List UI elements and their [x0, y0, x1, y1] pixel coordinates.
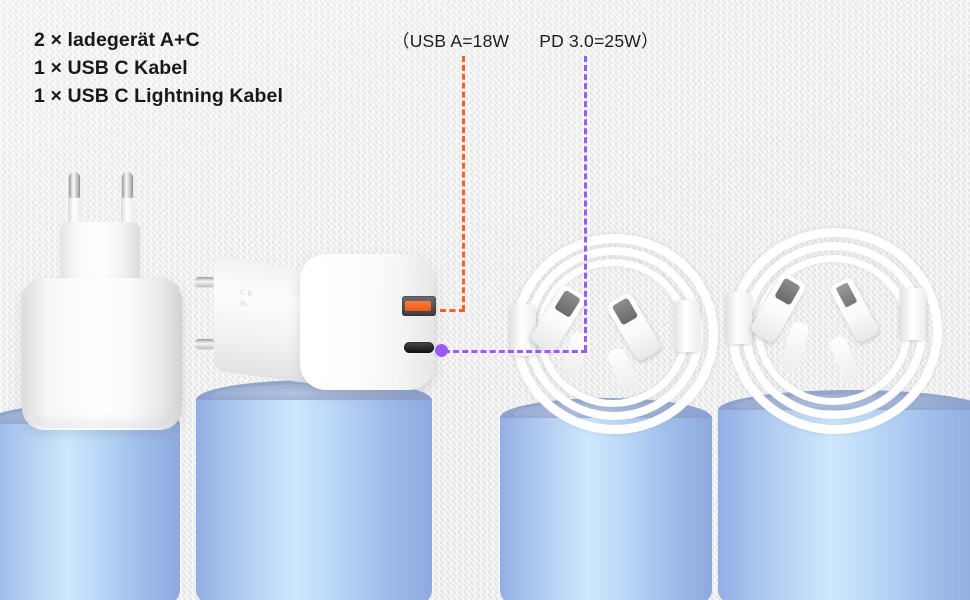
usb-c-lightning-cable	[724, 226, 942, 434]
annotation-pd: PD 3.0=25W	[539, 31, 641, 51]
cable-strap-left	[510, 304, 536, 356]
charger-front-view: C E ☒	[194, 248, 438, 396]
weee-mark-icon: ☒	[240, 300, 247, 309]
charger-body	[22, 278, 182, 430]
usb-c-cable	[508, 232, 718, 434]
charger-neck	[60, 222, 140, 284]
spec-list: 2 × ladegerät A+C 1 × USB C Kabel 1 × US…	[34, 26, 283, 110]
usb-c-tip-icon	[554, 289, 582, 318]
cable-strap-right	[674, 300, 700, 352]
pedestal-1	[0, 404, 180, 600]
annotation-close-paren: ）	[640, 31, 659, 51]
annotation-usb-a: USB A=18W	[409, 31, 510, 51]
usb-c-tip-icon	[774, 277, 801, 306]
spec-item-usb-c-cable: 1 × USB C Kabel	[34, 57, 188, 79]
lightning-tip-icon	[835, 282, 858, 308]
eu-prong-left-icon	[68, 172, 81, 234]
charger-rear-view	[22, 172, 182, 430]
usb-c-port	[404, 342, 434, 353]
pd-leader-horizontal	[444, 350, 587, 353]
cable-strap-left	[726, 292, 752, 344]
usb-c-tip-icon	[611, 297, 639, 326]
usb-a-port	[402, 296, 436, 316]
pedestal-body	[196, 400, 432, 600]
spec-item-lightning-cable: 1 × USB C Lightning Kabel	[34, 85, 283, 107]
pd-leader-vertical	[584, 56, 587, 351]
pedestal-2	[196, 380, 432, 600]
spec-item-chargers: 2 × ladegerät A+C	[34, 29, 200, 51]
certification-marks: C E ☒	[240, 287, 253, 311]
pedestal-body	[500, 418, 712, 600]
pedestal-body	[0, 424, 180, 600]
eu-prong-right-icon	[121, 172, 134, 234]
pd-leader-dot	[435, 344, 448, 357]
cable-strap-right	[900, 288, 926, 340]
pedestal-body	[718, 410, 970, 600]
charger-face-highlight	[308, 260, 360, 382]
usb-a-leader-vertical	[462, 56, 465, 311]
usb-a-leader-horizontal	[440, 309, 465, 312]
annotation-open-paren: （	[392, 31, 410, 51]
power-annotation: （USB A=18W PD 3.0=25W）	[392, 28, 659, 53]
